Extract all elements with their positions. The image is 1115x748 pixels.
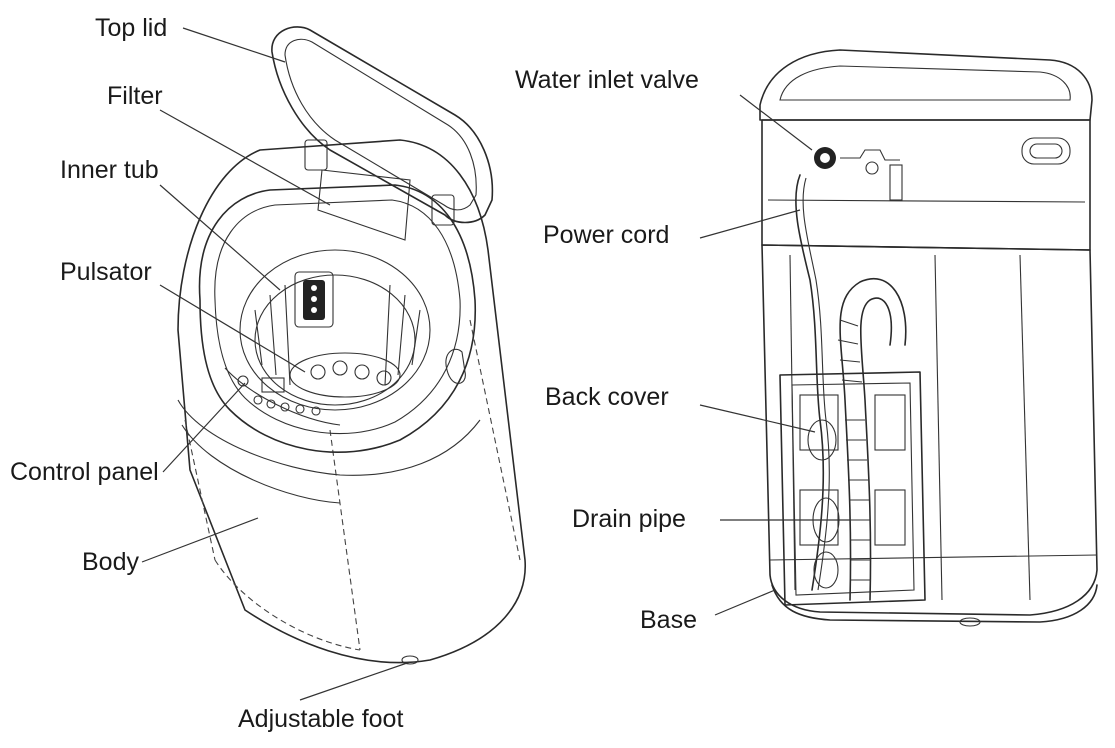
- back-view-machine: [759, 49, 1098, 627]
- front-view-machine: [177, 26, 526, 665]
- label-adjustable-foot: Adjustable foot: [238, 705, 403, 733]
- label-top-lid: Top lid: [95, 14, 167, 42]
- label-control-panel: Control panel: [10, 458, 159, 486]
- label-base: Base: [640, 606, 697, 634]
- leader-lines: [141, 27, 850, 701]
- label-drain-pipe: Drain pipe: [572, 505, 686, 533]
- label-filter: Filter: [107, 82, 163, 110]
- label-body: Body: [82, 548, 139, 576]
- label-back-cover: Back cover: [545, 383, 669, 411]
- label-water-inlet-valve: Water inlet valve: [515, 66, 699, 94]
- label-inner-tub: Inner tub: [60, 156, 159, 184]
- label-power-cord: Power cord: [543, 221, 669, 249]
- label-pulsator: Pulsator: [60, 258, 152, 286]
- labels: Top lid Filter Inner tub Pulsator Contro…: [10, 14, 699, 733]
